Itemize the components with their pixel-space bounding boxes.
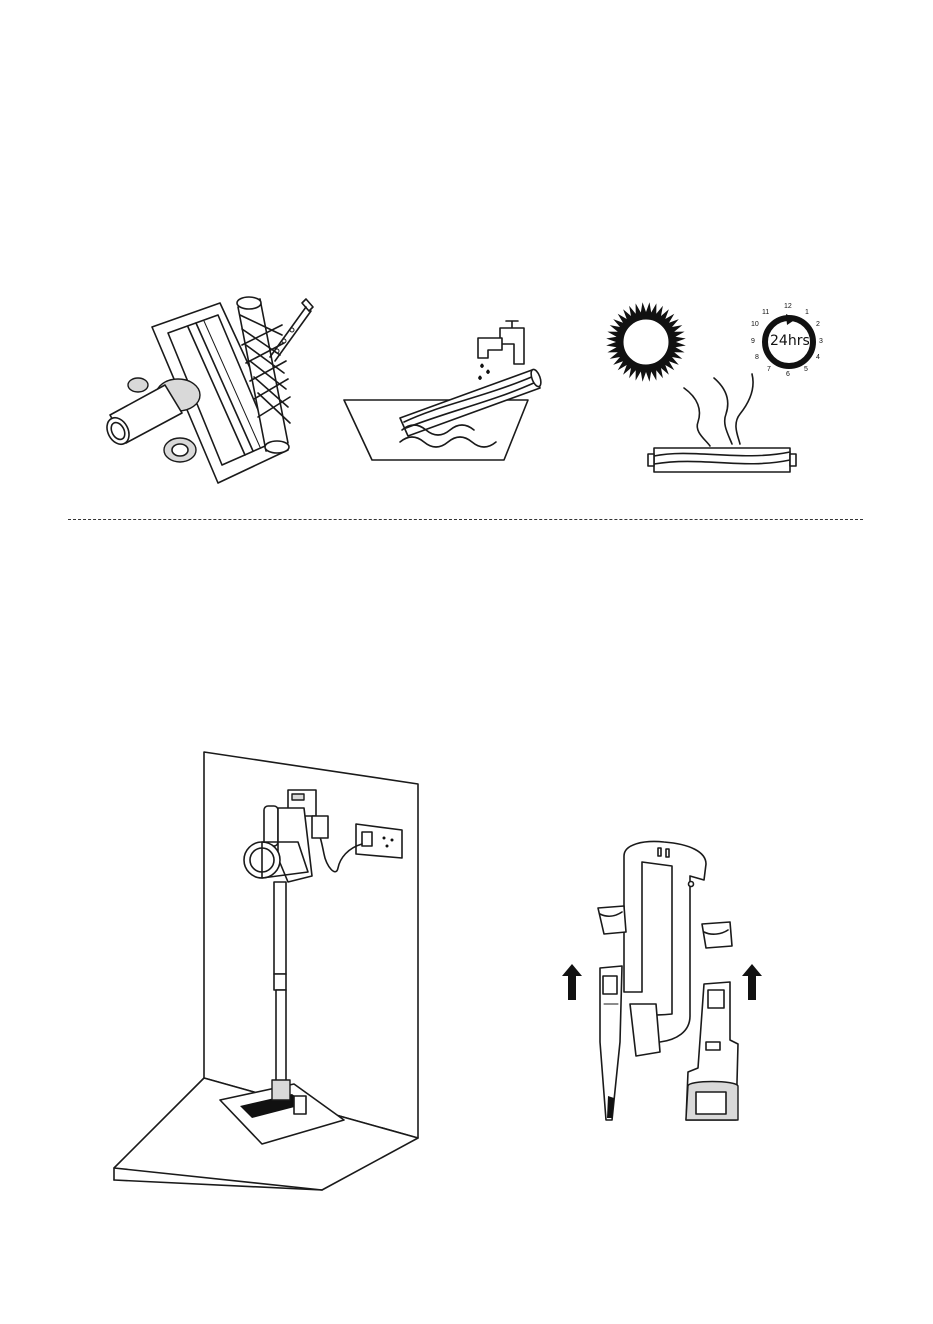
crevice-tool: [600, 966, 622, 1120]
clock-number: 9: [751, 338, 755, 345]
clock-number: 12: [784, 303, 792, 310]
arrow-up-icon: [562, 964, 582, 1000]
clock-number: 6: [786, 371, 790, 378]
floor-head-neck: [103, 378, 200, 462]
clock-number: 11: [762, 309, 769, 316]
brush-roller: [648, 448, 796, 472]
wall-mounted-vacuum-illustration: [112, 748, 422, 1190]
clock-number: 10: [751, 321, 759, 328]
clock-number: 3: [819, 338, 823, 345]
tap-icon: [478, 321, 524, 380]
wash-roller-illustration: [342, 318, 557, 463]
brush-tool: [686, 982, 738, 1120]
clock-number: 8: [755, 354, 759, 361]
clock-number: 4: [816, 354, 820, 361]
wall-socket: [356, 824, 402, 858]
floor-head-underside-illustration: [70, 285, 330, 490]
bracket-accessories-illustration: [560, 836, 775, 1131]
arrow-up-icon: [742, 964, 762, 1000]
sun-icon: [606, 302, 686, 382]
clock-number: 1: [805, 309, 809, 316]
dry-roller-illustration: [602, 298, 842, 478]
clock-label: 24hrs: [770, 333, 810, 349]
section-divider: [68, 519, 863, 520]
clock-number: 7: [767, 366, 771, 373]
clock-number: 2: [816, 321, 820, 328]
clock-number: 5: [804, 366, 808, 373]
